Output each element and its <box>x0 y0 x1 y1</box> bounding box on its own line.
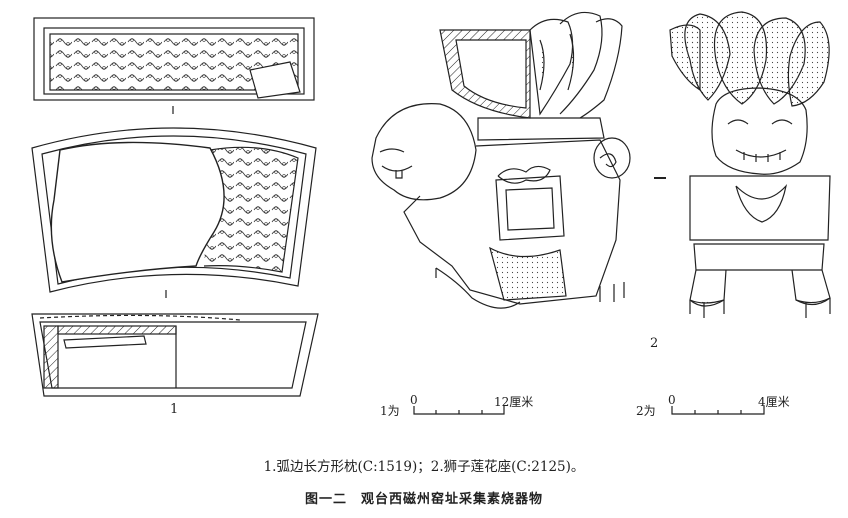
figure-caption: 1.弧边长方形枕(C:1519)；2.狮子莲花座(C:2125)。 <box>263 459 585 475</box>
figure-title: 图一二 观台西磁州窑址采集素烧器物 <box>304 492 543 507</box>
pillow-curved-face <box>31 127 317 298</box>
lion-seat-front-view <box>669 11 831 318</box>
figure-plate <box>31 11 831 415</box>
scale-1-start: 0 <box>410 393 418 407</box>
lion-seat-side-view <box>371 11 631 309</box>
pillow-top-view <box>33 17 315 114</box>
pillow-side-section <box>31 313 319 397</box>
item-2-label: 2 <box>650 336 659 351</box>
scale-2-start: 0 <box>668 393 676 407</box>
scale-2-end: 4厘米 <box>758 395 790 409</box>
scale-2-prefix: 2为 <box>636 404 656 418</box>
scale-bar-1 <box>413 406 505 415</box>
scale-bar-2 <box>671 406 765 415</box>
scale-1-prefix: 1为 <box>380 404 400 418</box>
item-1-label: 1 <box>170 402 179 417</box>
scale-1-end: 12厘米 <box>494 395 534 409</box>
